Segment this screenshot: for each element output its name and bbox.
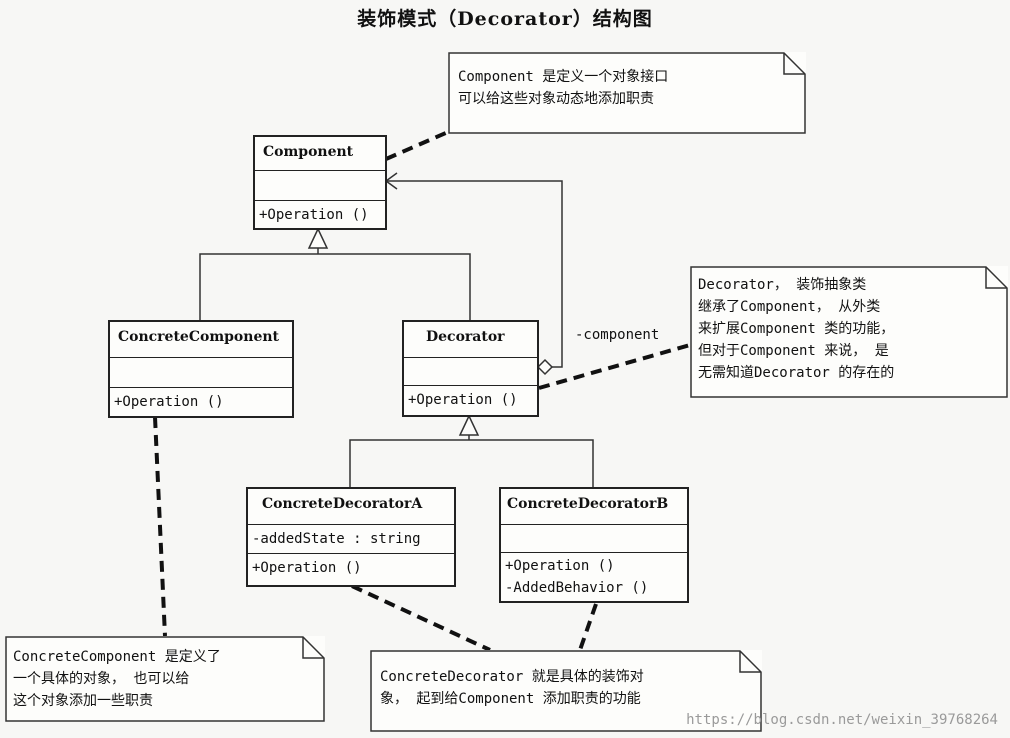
note-outline <box>448 52 806 134</box>
inheritance-arrow-decorator <box>458 414 480 436</box>
diagram-title: 装饰模式（Decorator）结构图 <box>357 8 653 30</box>
operation: +Operation () <box>252 560 362 576</box>
attribute-section <box>404 358 537 386</box>
class-concrete-component[interactable]: ConcreteComponent +Operation () <box>108 320 294 418</box>
inheritance-line-concrete-decorators <box>349 439 594 487</box>
note-text: ConcreteComponent 是定义了 一个具体的对象， 也可以给 这个对… <box>13 649 221 709</box>
operation: +Operation () <box>114 394 224 410</box>
attribute-section <box>110 358 292 388</box>
aggregation-diamond <box>536 358 554 376</box>
inheritance-line-concrete-component <box>199 253 471 320</box>
class-concrete-decorator-a[interactable]: ConcreteDecoratorA -addedState : string … <box>246 487 456 587</box>
operation: +Operation () <box>259 207 369 223</box>
note-text: ConcreteDecorator 就是具体的装饰对 象， 起到给Compone… <box>380 669 644 707</box>
note-outline <box>5 636 325 722</box>
note-link-concrete-decorator-b <box>578 603 598 651</box>
operation: -AddedBehavior () <box>505 580 649 596</box>
note-component: Component 是定义一个对象接口 可以给这些对象动态地添加职责 <box>448 52 806 134</box>
note-text: Decorator， 装饰抽象类 继承了Component， 从外类 来扩展Co… <box>698 277 895 381</box>
inheritance-arrow-component <box>307 227 329 249</box>
note-text: Component 是定义一个对象接口 可以给这些对象动态地添加职责 <box>458 69 669 107</box>
operation-section: +Operation () -AddedBehavior () <box>501 553 687 599</box>
note-concrete-decorator: ConcreteDecorator 就是具体的装饰对 象， 起到给Compone… <box>370 650 762 732</box>
operation: +Operation () <box>505 558 615 574</box>
note-decorator: Decorator， 装饰抽象类 继承了Component， 从外类 来扩展Co… <box>690 266 1008 398</box>
class-name: ConcreteDecoratorA <box>248 489 454 525</box>
class-name: Decorator <box>404 322 537 358</box>
attribute-section <box>255 171 385 201</box>
note-link-concrete-component <box>153 416 167 637</box>
note-concrete-component: ConcreteComponent 是定义了 一个具体的对象， 也可以给 这个对… <box>5 636 325 722</box>
operation: +Operation () <box>408 392 518 408</box>
watermark-url: https://blog.csdn.net/weixin_39768264 <box>686 712 998 728</box>
note-outline <box>370 650 762 732</box>
note-outline <box>690 266 1008 398</box>
attribute-section <box>501 525 687 553</box>
class-component[interactable]: Component +Operation () <box>253 135 387 230</box>
class-name: ConcreteDecoratorB <box>501 489 687 525</box>
class-name: Component <box>255 137 385 171</box>
note-link-concrete-decorator-a <box>351 584 491 652</box>
association-label: -component <box>575 327 660 343</box>
class-decorator[interactable]: Decorator +Operation () <box>402 320 539 417</box>
note-link-component <box>385 130 449 161</box>
class-name: ConcreteComponent <box>110 322 292 358</box>
aggregation-line <box>386 180 563 368</box>
class-concrete-decorator-b[interactable]: ConcreteDecoratorB +Operation () -AddedB… <box>499 487 689 603</box>
note-link-decorator <box>538 343 691 390</box>
attribute: -addedState : string <box>248 525 454 554</box>
